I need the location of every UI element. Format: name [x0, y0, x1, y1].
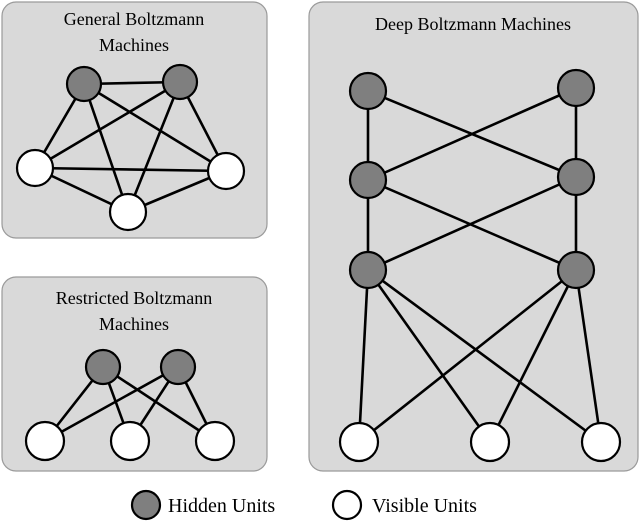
- general-visible-unit-v3: [108, 192, 148, 232]
- restricted-visible-unit-v2: [109, 420, 151, 462]
- panel-general-title-line-1: General Boltzmann: [64, 9, 204, 29]
- panel-deep-title: Deep Boltzmann Machines: [375, 14, 571, 34]
- panel-restricted-nodes: [24, 348, 236, 462]
- deep-edge-a2-b1: [366, 86, 578, 182]
- general-visible-unit-v1: [15, 148, 55, 188]
- deep-hidden-unit-b2: [556, 157, 596, 197]
- deep-hidden-unit-c1: [348, 250, 388, 290]
- deep-edge-c2-v1: [357, 268, 578, 444]
- deep-visible-unit-v1: [338, 421, 380, 463]
- general-edge-h2-v1: [33, 80, 182, 170]
- general-edge-h2-v3: [126, 80, 182, 214]
- legend-hidden-unit-icon: [130, 489, 162, 521]
- deep-edge-c1-v2: [366, 268, 492, 444]
- panel-deep-background: [308, 1, 639, 472]
- deep-hidden-unit-a1: [348, 71, 388, 111]
- panel-restricted: Restricted Boltzmann Machines: [1, 276, 268, 472]
- panel-deep-nodes: [338, 68, 622, 463]
- deep-edge-c1-v1: [357, 268, 370, 444]
- deep-visible-unit-v2: [469, 421, 511, 463]
- restricted-visible-unit-v3: [194, 420, 236, 462]
- legend-visible-label: Visible Units: [372, 495, 477, 517]
- deep-visible-unit-v3: [580, 421, 622, 463]
- general-visible-unit-v2: [206, 151, 246, 191]
- general-edge-h1-v3: [82, 82, 130, 214]
- deep-hidden-unit-a2: [556, 68, 596, 108]
- restricted-visible-unit-v1: [24, 420, 66, 462]
- panel-general-background: [1, 1, 268, 239]
- legend-visible-unit-icon: [331, 489, 363, 521]
- deep-edge-c1-v3: [366, 268, 603, 444]
- restricted-hidden-unit-h1: [84, 348, 122, 386]
- deep-edge-c2-v2: [488, 268, 578, 444]
- deep-hidden-unit-b1: [348, 160, 388, 200]
- restricted-edge-h2-v1: [43, 365, 180, 443]
- deep-edge-b2-c1: [366, 175, 578, 272]
- panel-deep: Deep Boltzmann Machines: [308, 1, 639, 472]
- panel-general-title-line-2: Machines: [99, 35, 169, 55]
- deep-edge-c2-v3: [574, 268, 603, 444]
- general-hidden-unit-h2: [161, 63, 199, 101]
- deep-edge-b1-c2: [366, 178, 578, 272]
- legend-hidden-label: Hidden Units: [168, 495, 275, 517]
- restricted-hidden-unit-h2: [159, 348, 197, 386]
- general-hidden-unit-h1: [65, 65, 103, 103]
- panel-restricted-background: [1, 276, 268, 472]
- panel-general: General Boltzmann Machines: [1, 1, 268, 239]
- general-edge-v1-v2: [33, 166, 228, 173]
- panel-deep-edges: [357, 86, 603, 444]
- panel-restricted-title-line-1: Restricted Boltzmann: [56, 288, 212, 308]
- panel-general-nodes: [15, 63, 246, 232]
- restricted-edge-h1-v3: [101, 365, 217, 443]
- legend: Hidden Units Visible Units: [130, 489, 477, 521]
- general-edge-h1-v2: [82, 82, 228, 173]
- deep-hidden-unit-c2: [556, 250, 596, 290]
- panel-restricted-title-line-2: Machines: [99, 314, 169, 334]
